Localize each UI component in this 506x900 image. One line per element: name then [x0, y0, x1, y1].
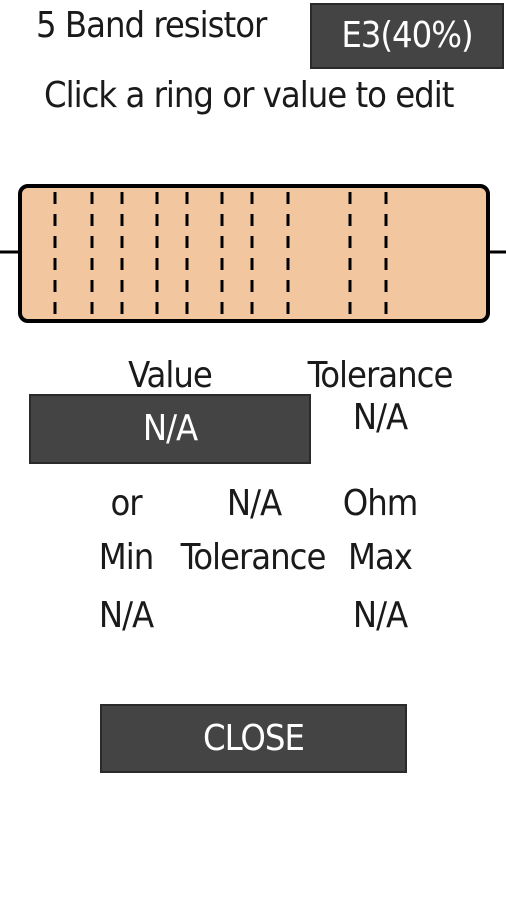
resistor-graphic: [0, 184, 506, 323]
tolerance-value[interactable]: N/A: [352, 397, 408, 438]
ohm-unit-label: Ohm: [342, 483, 419, 524]
or-label: or: [110, 483, 142, 524]
close-button[interactable]: CLOSE: [100, 704, 407, 773]
min-label: Min: [98, 537, 154, 578]
max-label: Max: [348, 537, 413, 578]
summary-tolerance-label: Tolerance: [180, 537, 327, 578]
resistor-body[interactable]: [18, 184, 490, 323]
max-value: N/A: [352, 595, 408, 636]
instruction-text: Click a ring or value to edit: [44, 75, 454, 116]
value-label: Value: [128, 355, 213, 396]
tolerance-label: Tolerance: [307, 355, 454, 396]
value-input-button[interactable]: N/A: [29, 394, 311, 464]
series-select-button[interactable]: E3(40%): [310, 3, 504, 69]
min-value: N/A: [98, 595, 154, 636]
app-title: 5 Band resistor: [36, 5, 267, 46]
ohm-value: N/A: [226, 483, 282, 524]
